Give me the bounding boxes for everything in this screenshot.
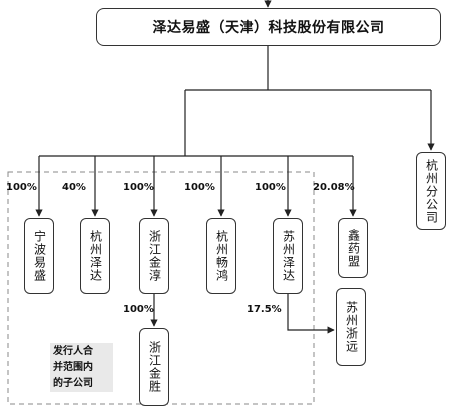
subsidiary-box-xinyaomeng: 鑫药盟: [338, 218, 368, 278]
subsidiary-box-ningbo: 宁波易盛: [24, 218, 54, 294]
connector-suzhou-zheyuan: [287, 294, 335, 334]
subsidiary-box-suzhou-zeda: 苏州泽达: [273, 218, 303, 294]
subsidiary-name: 浙江金淳: [147, 230, 162, 282]
branch-box: 杭州分公司: [416, 152, 446, 230]
ownership-label-xinyaomeng: 20.08%: [313, 182, 355, 193]
subsidiary-name: 鑫药盟: [346, 228, 361, 268]
sub-subsidiary-name: 浙江金胜: [147, 341, 162, 393]
consolidation-note: 发行人合 并范围内 的子公司: [50, 343, 113, 392]
parent-company-box: 泽达易盛（天津）科技股份有限公司: [96, 8, 441, 46]
sub-subsidiary-box-zhejiang-jinsheng: 浙江金胜: [139, 328, 169, 406]
consolidation-boundary: [7, 171, 315, 405]
ownership-label-hangzhou-changhong: 100%: [184, 182, 215, 193]
subsidiary-box-zhejiang-jinchun: 浙江金淳: [139, 218, 169, 294]
ownership-label-suzhou-zheyuan: 17.5%: [247, 304, 282, 315]
subsidiary-box-hangzhou-zeda: 杭州泽达: [80, 218, 110, 294]
subsidiary-name: 杭州畅鸿: [214, 230, 229, 282]
ownership-label-zhejiang-jinsheng: 100%: [123, 304, 154, 315]
sub-subsidiary-box-suzhou-zheyuan: 苏州浙远: [336, 288, 366, 366]
ownership-label-ningbo: 100%: [6, 182, 37, 193]
subsidiary-name: 杭州泽达: [88, 230, 103, 282]
note-line: 发行人合: [53, 345, 93, 357]
ownership-label-suzhou-zeda: 100%: [255, 182, 286, 193]
subsidiary-box-hangzhou-changhong: 杭州畅鸿: [206, 218, 236, 294]
subsidiary-name: 苏州泽达: [281, 230, 296, 282]
ownership-label-hangzhou-zeda: 40%: [62, 182, 86, 193]
parent-company-name: 泽达易盛（天津）科技股份有限公司: [152, 20, 385, 36]
note-line: 并范围内: [53, 361, 93, 373]
ownership-label-zhejiang-jinchun: 100%: [123, 182, 154, 193]
subsidiary-name: 宁波易盛: [32, 230, 47, 282]
note-line: 的子公司: [53, 377, 93, 389]
sub-subsidiary-name: 苏州浙远: [344, 301, 359, 353]
branch-name: 杭州分公司: [424, 158, 439, 224]
